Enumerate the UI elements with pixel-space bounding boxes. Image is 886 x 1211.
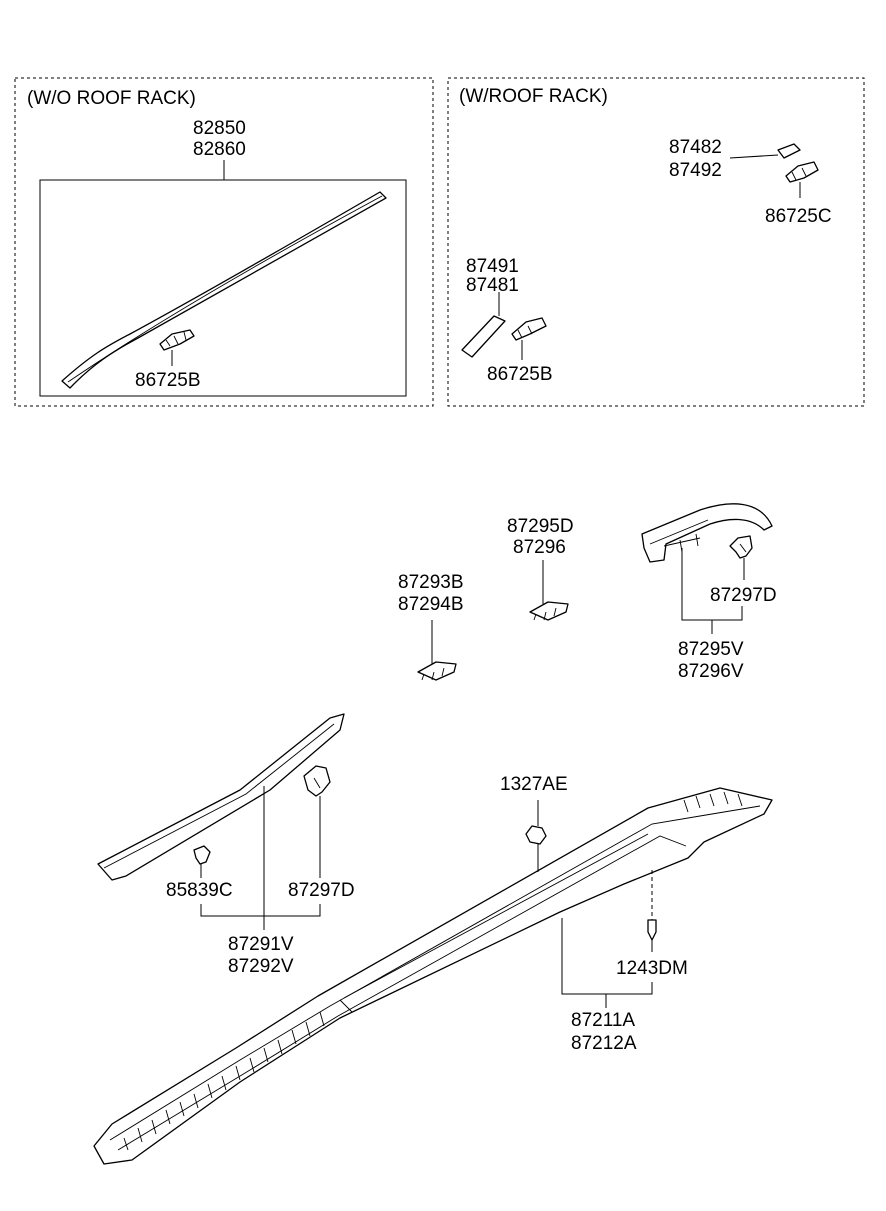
- part-label-87294B: 87294B: [398, 594, 464, 615]
- short-moulding-clip-part: [511, 317, 547, 341]
- part-label-86725B-right: 86725B: [487, 364, 553, 385]
- rear-cover-clip-part: [729, 535, 753, 559]
- part-label-87211A: 87211A: [571, 1010, 635, 1031]
- part-label-82850: 82850: [193, 118, 246, 139]
- front-cover-part: [97, 713, 345, 881]
- rail-end-piece-87293B: [417, 661, 457, 681]
- leader-87295V: [681, 548, 743, 634]
- part-label-87296V: 87296V: [678, 661, 744, 682]
- part-label-85839C: 85839C: [166, 880, 233, 901]
- with-roof-rack-heading: (W/ROOF RACK): [459, 86, 608, 107]
- nut-part: [525, 825, 547, 845]
- part-label-87291V: 87291V: [228, 934, 294, 955]
- push-clip-part: [193, 845, 211, 865]
- moulding-detail-frame: [39, 179, 407, 397]
- with-roof-rack-section: [447, 77, 865, 407]
- part-label-1327AE: 1327AE: [500, 774, 568, 795]
- part-label-82860: 82860: [193, 139, 246, 160]
- leader-87211A: [561, 918, 653, 1008]
- bolt-part: [647, 919, 657, 941]
- part-label-87297D-bottom: 87297D: [288, 880, 355, 901]
- part-label-87491: 87491: [466, 256, 519, 277]
- front-cover-clip-part: [303, 765, 331, 797]
- part-label-1243DM: 1243DM: [616, 958, 688, 979]
- part-label-87295V: 87295V: [678, 639, 744, 660]
- rail-end-piece-87295D: [529, 601, 569, 621]
- part-label-86725B-left: 86725B: [135, 370, 201, 391]
- roof-rail-part: [93, 787, 773, 1165]
- rear-end-cover-part: [641, 503, 773, 563]
- moulding-clip-part: [159, 329, 195, 351]
- roof-moulding-part: [61, 191, 387, 389]
- without-roof-rack-heading: (W/O ROOF RACK): [27, 88, 196, 109]
- leader-87291V: [200, 786, 321, 930]
- part-label-87481: 87481: [466, 275, 519, 296]
- part-label-87296: 87296: [513, 537, 566, 558]
- part-label-87212A: 87212A: [571, 1033, 637, 1054]
- leader-87482: [729, 154, 779, 159]
- rack-end-cap-part: [777, 143, 801, 159]
- rack-end-clip-part: [785, 161, 819, 183]
- part-label-87295D: 87295D: [507, 516, 574, 537]
- part-label-87482: 87482: [669, 137, 722, 158]
- without-roof-rack-section: [14, 77, 434, 407]
- part-label-87292V: 87292V: [228, 956, 294, 977]
- part-label-87297D-top: 87297D: [710, 585, 777, 606]
- short-moulding-part: [461, 315, 506, 358]
- part-label-87293B: 87293B: [398, 572, 464, 593]
- part-label-87492: 87492: [669, 160, 722, 181]
- part-label-86725C: 86725C: [765, 206, 832, 227]
